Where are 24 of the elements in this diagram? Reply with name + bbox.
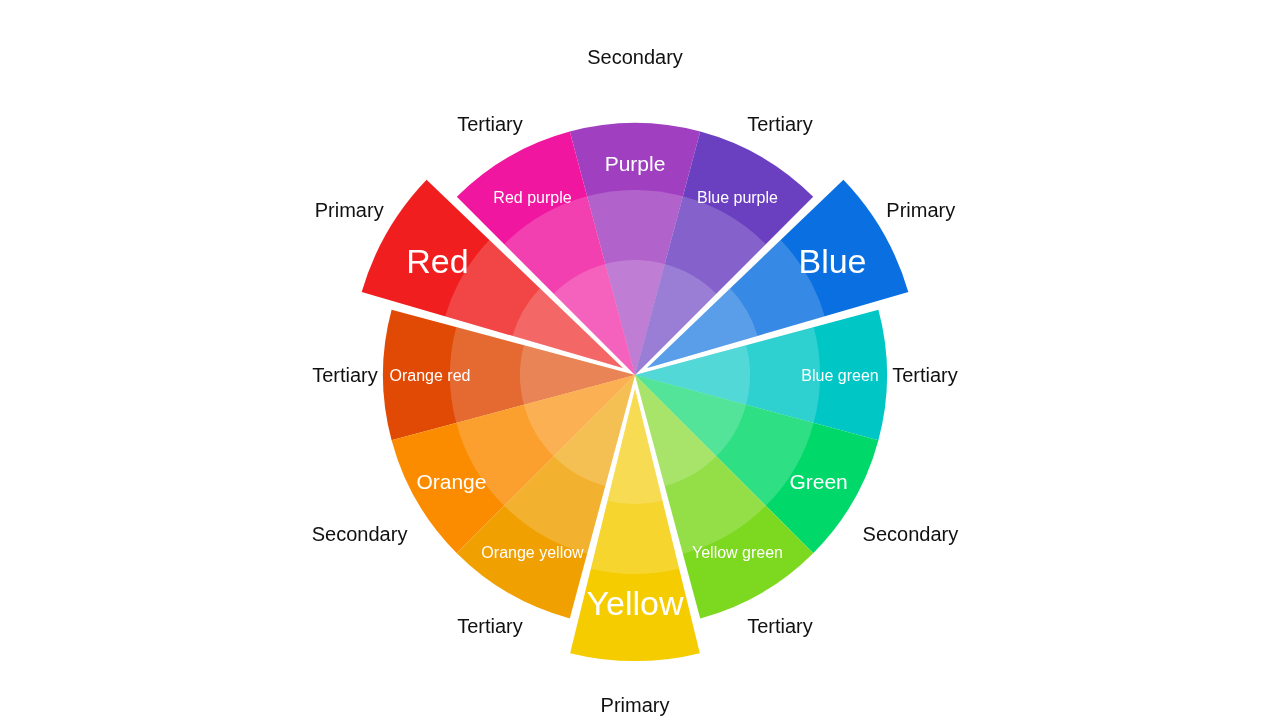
- category-label: Primary: [314, 198, 384, 222]
- category-label: Tertiary: [312, 363, 378, 387]
- wedge-label: Red: [406, 242, 469, 280]
- wedge-label: Yellow green: [692, 544, 783, 561]
- category-label: Primary: [886, 198, 956, 222]
- wedge-label: Orange yellow: [481, 544, 584, 561]
- category-label: Secondary: [311, 522, 408, 546]
- category-label: Secondary: [587, 45, 683, 69]
- wedge-label: Red purple: [493, 189, 572, 206]
- wedge-label: Blue: [798, 242, 867, 280]
- wedge-label: Blue purple: [697, 189, 778, 206]
- category-label: Primary: [600, 693, 670, 717]
- category-label: Tertiary: [747, 112, 813, 136]
- category-label: Secondary: [862, 522, 959, 546]
- wedge-label: Orange: [416, 469, 487, 493]
- category-label: Tertiary: [457, 112, 523, 136]
- category-label: Tertiary: [892, 363, 958, 387]
- wedge-label: Purple: [604, 151, 666, 175]
- wedge-label: Orange red: [389, 366, 471, 384]
- wedge-label: Green: [789, 469, 848, 493]
- category-label: Tertiary: [747, 614, 813, 638]
- wedge-label: Blue green: [801, 366, 879, 384]
- wedge-label: Yellow: [586, 584, 684, 622]
- category-label: Tertiary: [457, 614, 523, 638]
